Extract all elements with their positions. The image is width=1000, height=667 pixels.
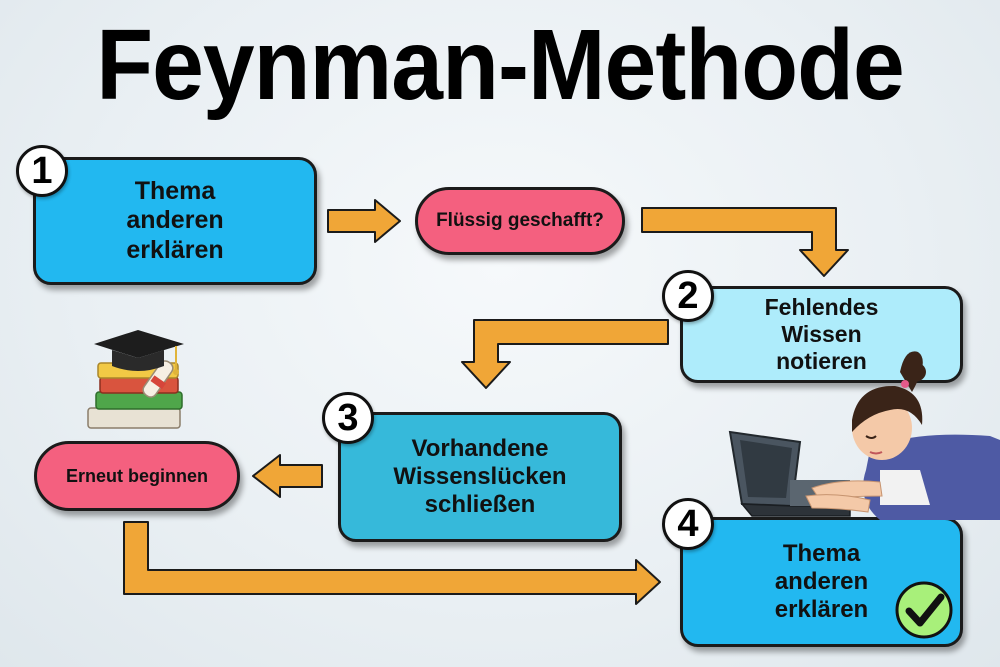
step-4-badge: 4 <box>662 498 714 550</box>
arrow-step3-to-restart <box>252 454 323 498</box>
step-2-box: Fehlendes Wissen notieren <box>680 286 963 383</box>
page-title: Feynman-Methode <box>96 9 905 121</box>
step-1-box: Thema anderen erklären <box>33 157 317 285</box>
step-1-text: Thema anderen erklären <box>126 176 224 264</box>
arrow-step1-to-check <box>327 199 401 243</box>
arrow-step2-to-step3 <box>461 319 669 389</box>
arrow-restart-to-step4 <box>123 521 661 605</box>
step-4-box: Thema anderen erklären <box>680 517 963 647</box>
step-3-badge: 3 <box>322 392 374 444</box>
check-pill: Flüssig geschafft? <box>415 187 625 255</box>
arrow-check-to-step2 <box>641 207 849 277</box>
restart-pill: Erneut beginnen <box>34 441 240 511</box>
step-1-badge: 1 <box>16 145 68 197</box>
step-3-box: Vorhandene Wissenslücken schließen <box>338 412 622 542</box>
step-4-text: Thema anderen erklären <box>774 539 869 624</box>
step-2-text: Fehlendes Wissen notieren <box>764 293 879 375</box>
restart-pill-text: Erneut beginnen <box>65 465 208 486</box>
step-2-badge: 2 <box>662 270 714 322</box>
step-3-text: Vorhandene Wissenslücken schließen <box>393 434 567 519</box>
check-pill-text: Flüssig geschafft? <box>436 210 604 231</box>
